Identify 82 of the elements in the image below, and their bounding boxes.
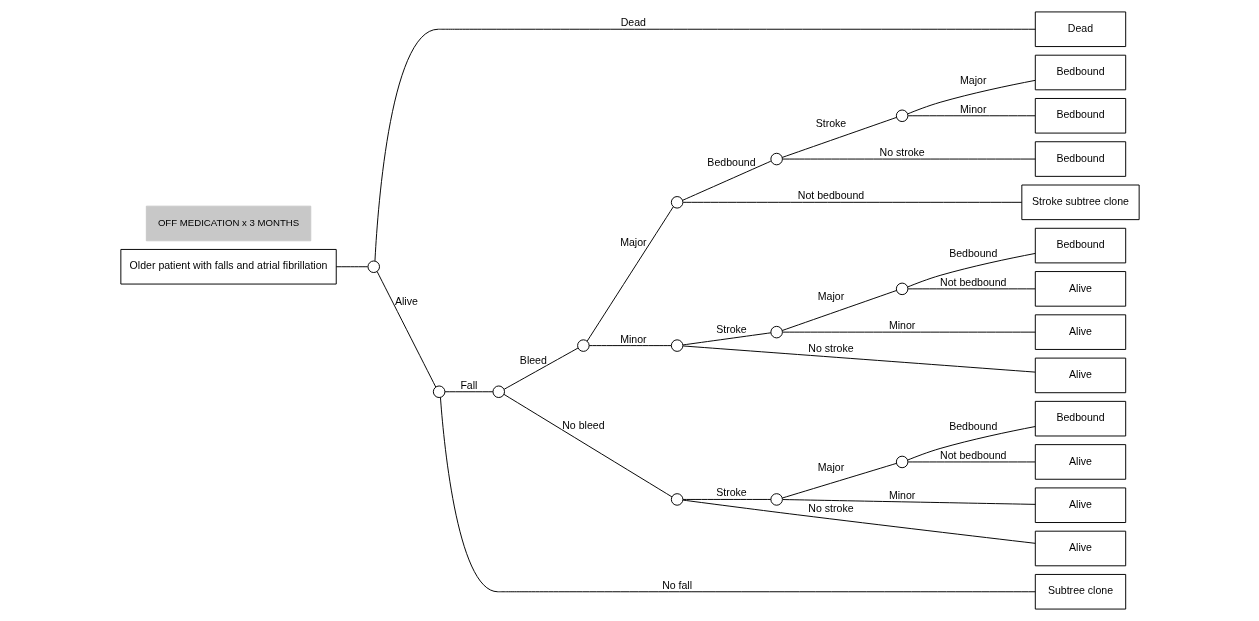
edge-label: No stroke: [807, 501, 854, 514]
connector: [682, 345, 1036, 373]
node-box: Alive: [1034, 271, 1126, 307]
edge-label: Stroke: [815, 117, 846, 130]
connector: [781, 158, 1036, 160]
edge-label: Major: [817, 461, 844, 474]
connector: [373, 28, 1036, 262]
node-box: Alive: [1034, 314, 1126, 350]
node-circle: [576, 339, 590, 352]
edge-label: Dead: [620, 16, 646, 29]
node-box: Bedbound: [1034, 141, 1126, 177]
node-box: Alive: [1034, 530, 1126, 567]
connector: [376, 271, 436, 388]
connector: [781, 462, 897, 499]
edge-label: Not bedbound: [797, 189, 864, 202]
edge-label: Bedbound: [706, 155, 756, 168]
connector: [682, 499, 1036, 544]
edge-label: Bedbound: [948, 246, 997, 259]
connector: [682, 201, 1022, 203]
edge-label: Bleed: [519, 353, 547, 366]
node-box: Subtree clone: [1034, 573, 1126, 610]
edge-label: No stroke: [879, 145, 925, 158]
edge-label: No stroke: [807, 342, 854, 355]
edge-label: Minor: [619, 332, 647, 345]
connector: [588, 345, 672, 347]
node-circle: [769, 152, 783, 166]
node-box: Bedbound: [1034, 227, 1126, 264]
node-box: Older patient with falls and atrial fibrillation: [119, 248, 337, 285]
connector: [681, 160, 771, 201]
node-circle: [895, 282, 908, 296]
node-circle: [895, 109, 908, 123]
connector: [906, 252, 1036, 288]
edge-label: Minor: [959, 102, 986, 115]
node-box: Alive: [1034, 487, 1126, 523]
edge-label: No bleed: [561, 419, 604, 432]
connector: [781, 116, 897, 158]
node-circle: [895, 455, 908, 469]
edge-label: Stroke: [715, 322, 747, 335]
node-box: Bedbound: [1034, 98, 1126, 134]
connector: [439, 397, 1036, 593]
connector: [781, 331, 1036, 333]
edge-label: Major: [959, 73, 986, 86]
node-box: OFF MEDICATION x 3 MONTHS: [145, 205, 311, 242]
node-box: Bedbound: [1034, 400, 1126, 437]
node-box: Stroke subtree clone: [1020, 184, 1140, 221]
connector: [586, 206, 674, 342]
node-circle: [432, 385, 445, 398]
node-circle: [769, 493, 783, 506]
connector: [503, 393, 672, 498]
node-circle: [670, 339, 683, 352]
connector: [906, 426, 1036, 461]
node-box: Alive: [1034, 444, 1126, 480]
edge-label: Stroke: [715, 486, 747, 499]
connector: [682, 332, 771, 346]
connector: [907, 288, 1035, 290]
node-circle: [367, 260, 380, 273]
connector: [335, 266, 368, 268]
connector: [907, 115, 1035, 117]
connector: [444, 391, 493, 393]
node-circle: [670, 493, 683, 506]
edge-label: Major: [619, 236, 647, 249]
edge-label: Not bedbound: [939, 275, 1006, 288]
edge-label: No fall: [661, 578, 692, 591]
node-circle: [769, 325, 783, 339]
node-box: Dead: [1034, 11, 1126, 48]
node-box: Alive: [1034, 357, 1126, 394]
connector: [781, 499, 1036, 505]
edge-label: Alive: [394, 295, 418, 308]
edge-label: Not bedbound: [939, 448, 1006, 461]
edge-label: Bedbound: [948, 420, 997, 433]
edge-label: Fall: [459, 378, 477, 391]
edge-label: Minor: [888, 319, 915, 332]
node-box: Bedbound: [1034, 54, 1126, 91]
edge-label: Major: [817, 290, 844, 303]
connector: [906, 79, 1036, 115]
connector: [781, 290, 897, 331]
connector: [907, 461, 1035, 463]
connector: [503, 347, 578, 390]
node-circle: [670, 196, 683, 209]
connector: [682, 498, 771, 500]
node-circle: [492, 385, 505, 398]
edge-label: Minor: [888, 489, 915, 502]
